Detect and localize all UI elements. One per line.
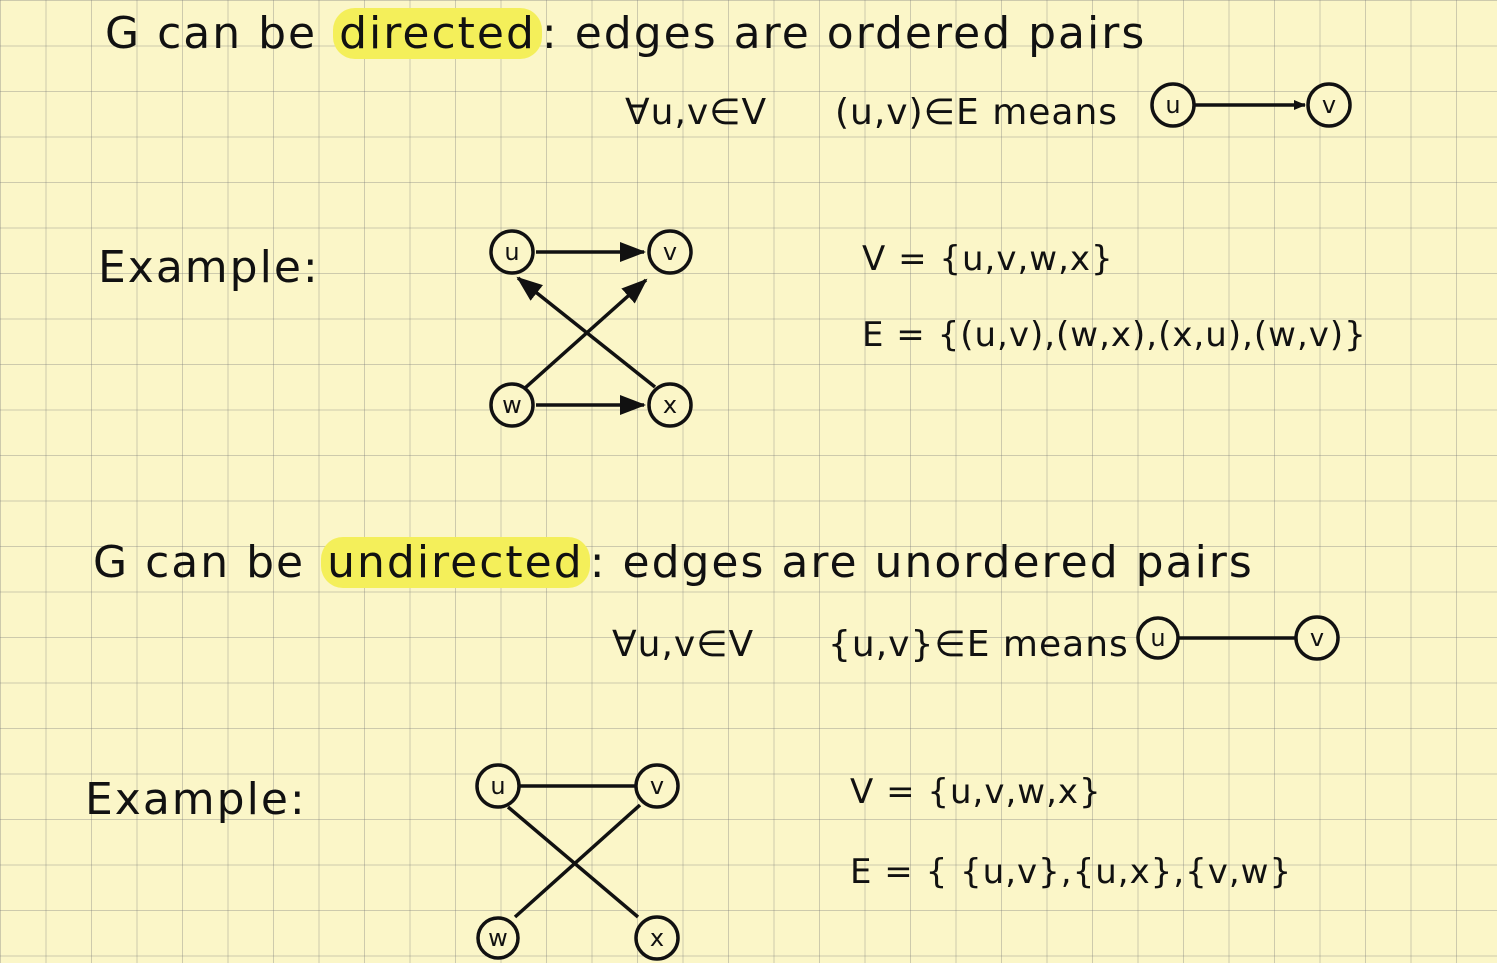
directed-heading-rest: : edges are ordered pairs	[541, 8, 1147, 59]
directed-mini-node-u: u	[1150, 82, 1196, 128]
undirected-heading-rest: : edges are unordered pairs	[589, 537, 1254, 588]
undirected-heading-prefix: G can be	[93, 537, 306, 588]
directed-heading-prefix: G can be	[105, 8, 318, 59]
svg-text:v: v	[1322, 91, 1336, 119]
edge-x-u	[516, 276, 657, 389]
directed-vertex-set: V = {u,v,w,x}	[862, 239, 1114, 279]
node-x: x	[634, 915, 680, 961]
svg-text:v: v	[663, 238, 677, 266]
svg-text:x: x	[663, 391, 677, 419]
undirected-mini-graph: u v	[1136, 615, 1340, 661]
svg-text:x: x	[650, 924, 664, 952]
svg-text:v: v	[1310, 624, 1324, 652]
svg-text:u: u	[490, 772, 505, 800]
directed-def-pair: (u,v)∈E means	[835, 92, 1119, 133]
svg-text:w: w	[502, 391, 522, 419]
svg-text:w: w	[488, 924, 508, 952]
directed-mini-graph: u v	[1150, 82, 1352, 128]
directed-example-label: Example:	[98, 242, 320, 293]
node-v: v	[647, 229, 693, 275]
node-w: w	[476, 916, 520, 960]
directed-def-quantifier: ∀u,v∈V	[625, 92, 768, 133]
svg-text:u: u	[504, 238, 519, 266]
undirected-def-pair: {u,v}∈E means	[828, 624, 1129, 665]
undirected-highlight: undirected	[321, 537, 590, 588]
edge-w-v	[523, 278, 648, 390]
undirected-example-label: Example:	[85, 774, 307, 825]
undirected-heading: G can be undirected: edges are unordered…	[93, 537, 1254, 588]
node-w: w	[489, 382, 535, 428]
directed-mini-node-v: v	[1306, 82, 1352, 128]
directed-edge-set: E = {(u,v),(w,x),(x,u),(w,v)}	[862, 315, 1367, 355]
directed-highlight: directed	[333, 8, 542, 59]
undirected-example-graph: u v w x	[475, 763, 680, 961]
undirected-vertex-set: V = {u,v,w,x}	[850, 772, 1102, 812]
edge-u-x	[506, 805, 640, 919]
node-u: u	[489, 229, 535, 275]
directed-heading: G can be directed: edges are ordered pai…	[105, 8, 1146, 59]
node-v: v	[634, 763, 680, 809]
edge-v-w	[513, 803, 642, 919]
undirected-edge-set: E = { {u,v},{u,x},{v,w}	[850, 852, 1293, 892]
undirected-mini-node-u: u	[1136, 616, 1180, 660]
svg-text:u: u	[1165, 91, 1180, 119]
directed-example-graph: u v w x	[489, 229, 693, 428]
undirected-def-quantifier: ∀u,v∈V	[612, 624, 755, 665]
svg-text:v: v	[650, 772, 664, 800]
svg-text:u: u	[1150, 624, 1165, 652]
node-u: u	[475, 763, 521, 809]
node-x: x	[647, 382, 693, 428]
undirected-mini-node-v: v	[1294, 615, 1340, 661]
